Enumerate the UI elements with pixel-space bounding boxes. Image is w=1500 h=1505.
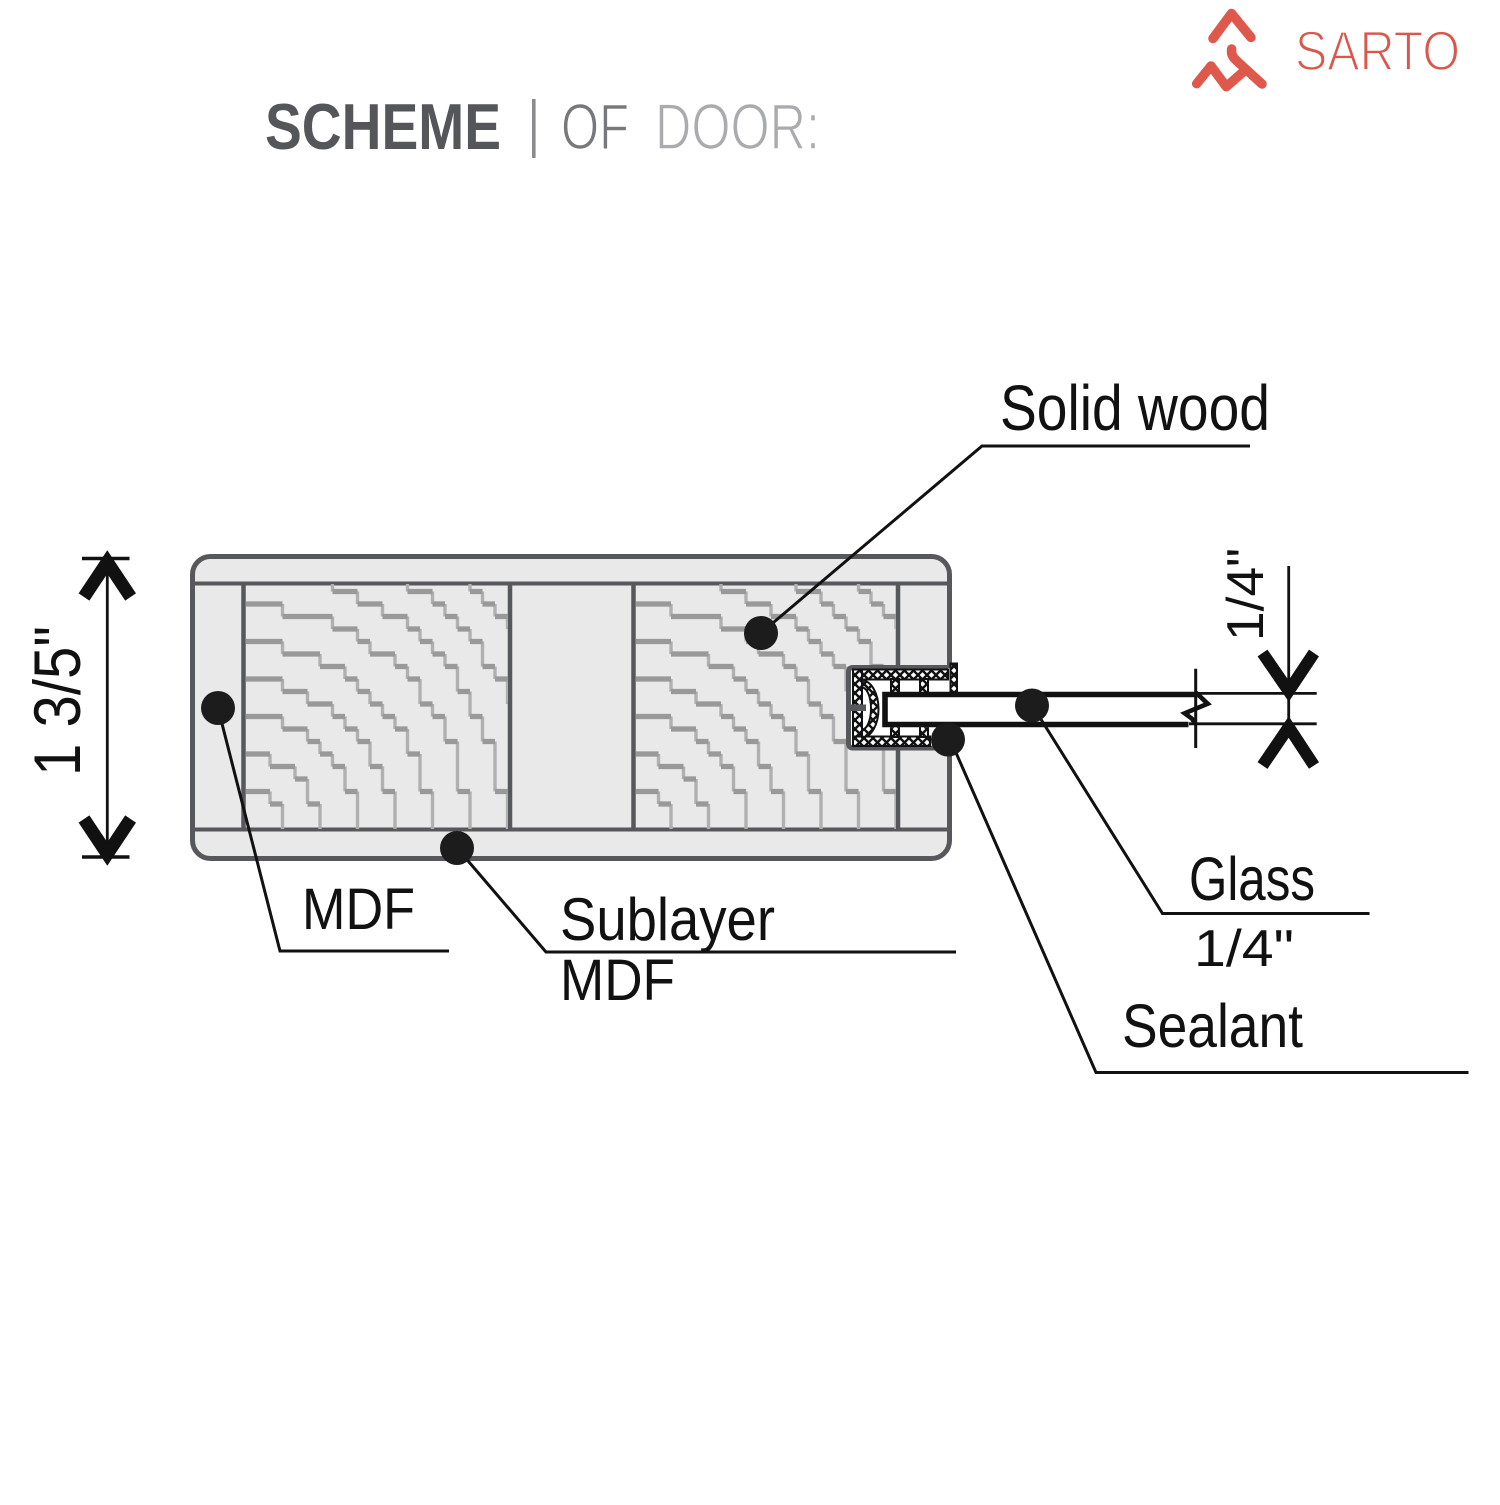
svg-text:Sublayer: Sublayer [560, 886, 775, 953]
svg-text:Sealant: Sealant [1122, 992, 1303, 1060]
svg-text:OF: OF [561, 90, 629, 163]
svg-text:1 3/5": 1 3/5" [20, 626, 94, 776]
svg-text:MDF: MDF [560, 948, 675, 1013]
svg-text:Solid wood: Solid wood [1000, 372, 1270, 444]
svg-text:SCHEME: SCHEME [265, 90, 501, 163]
svg-text:MDF: MDF [302, 877, 415, 942]
svg-text:Glass: Glass [1189, 845, 1315, 913]
svg-text:1/4": 1/4" [1194, 920, 1294, 978]
svg-text:DOOR:: DOOR: [655, 90, 820, 163]
svg-text:1/4": 1/4" [1217, 548, 1275, 641]
svg-text:SARTO: SARTO [1295, 19, 1460, 82]
